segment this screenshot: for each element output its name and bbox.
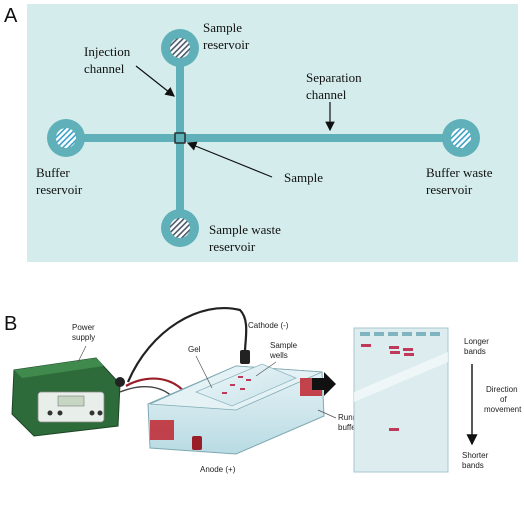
label-injection-channel: Injection channel — [84, 44, 133, 76]
label-buffer-reservoir: Buffer reservoir — [36, 165, 83, 197]
label-sample-reservoir: Sample reservoir — [203, 20, 250, 52]
buffer-waste-reservoir — [442, 119, 480, 157]
injection-channel — [176, 48, 184, 228]
panel-b-letter: B — [4, 313, 17, 335]
buffer-tank — [147, 363, 325, 455]
sample-waste-reservoir — [161, 209, 199, 247]
cathode-wire — [126, 307, 248, 383]
label-running-buffer: Running buffer — [338, 413, 370, 432]
panel-a: A Sample reservoir — [4, 4, 518, 262]
label-sample-wells: Sample wells — [269, 341, 299, 360]
power-supply — [11, 357, 125, 437]
injection-channel-arrow — [135, 65, 175, 97]
panel-b: B Power supply — [4, 307, 522, 474]
sample-reservoir — [161, 29, 199, 67]
label-sample-waste-reservoir: Sample waste reservoir — [209, 222, 284, 254]
anode-terminal — [192, 436, 202, 450]
label-buffer-waste-reservoir: Buffer waste reservoir — [426, 165, 496, 197]
label-cathode: Cathode (-) — [248, 321, 289, 330]
chip-background — [27, 4, 518, 262]
label-sample: Sample — [284, 170, 323, 185]
buffer-reservoir — [47, 119, 85, 157]
sample-arrow — [186, 141, 273, 178]
result-gel — [353, 327, 449, 473]
label-separation-channel: Separation channel — [306, 70, 365, 102]
result-arrow-icon — [312, 372, 336, 396]
label-power-supply: Power supply — [72, 323, 97, 342]
power-supply-leader — [77, 345, 87, 363]
sample-wells-leader — [255, 361, 277, 377]
label-direction-of-movement: Direction of movement — [484, 385, 522, 414]
gel-leader — [195, 355, 213, 389]
separation-channel — [66, 134, 461, 142]
label-gel: Gel — [188, 345, 201, 354]
label-shorter-bands: Shorter bands — [462, 451, 490, 470]
panel-a-letter: A — [4, 5, 18, 27]
label-anode: Anode (+) — [200, 465, 236, 474]
running-buffer-leader — [317, 409, 337, 419]
cathode-terminal — [240, 350, 250, 364]
sample-plug-box — [174, 132, 186, 144]
label-longer-bands: Longer bands — [464, 337, 491, 356]
